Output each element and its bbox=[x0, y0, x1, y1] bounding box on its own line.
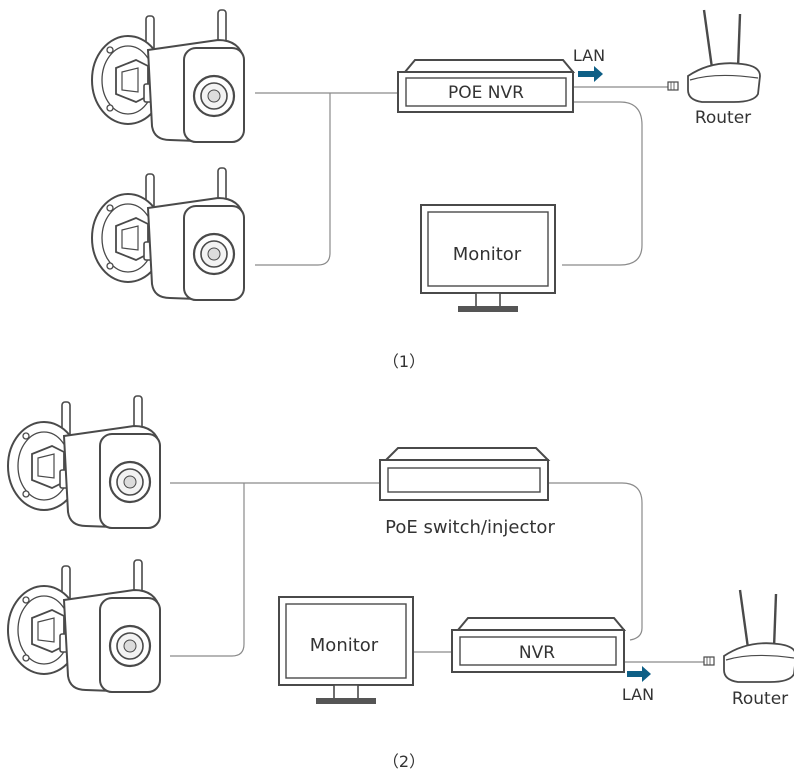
poe-switch-device: PoE switch/injector bbox=[379, 447, 555, 538]
wire-camera2-trunk bbox=[170, 483, 245, 657]
lan-arrow-icon bbox=[627, 666, 651, 682]
camera-icon bbox=[6, 558, 162, 694]
poe-nvr-label: POE NVR bbox=[448, 83, 524, 103]
camera-icon bbox=[90, 166, 246, 302]
diagram-2: PoE switch/injector Monitor NVR LAN Rout… bbox=[6, 394, 794, 771]
router-icon bbox=[722, 588, 794, 684]
lan-label: LAN bbox=[573, 46, 605, 65]
poe-nvr-device: POE NVR bbox=[397, 59, 576, 113]
lan-plug-icon bbox=[667, 81, 679, 91]
monitor-device: Monitor bbox=[278, 596, 414, 705]
caption-2: （2） bbox=[383, 752, 425, 771]
nvr-label: NVR bbox=[519, 643, 555, 663]
poe-switch-label: PoE switch/injector bbox=[385, 517, 555, 538]
wire-nvr-monitor bbox=[562, 101, 643, 266]
caption-1: （1） bbox=[383, 352, 425, 371]
camera-icon bbox=[90, 8, 246, 144]
monitor-label: Monitor bbox=[453, 244, 522, 265]
nvr-device: NVR bbox=[451, 617, 627, 673]
lan-label: LAN bbox=[622, 685, 654, 704]
diagram-1: POE NVR LAN Router Monitor （1） bbox=[90, 8, 762, 371]
wire-camera2-trunk bbox=[255, 93, 331, 266]
wire-switch-nvr bbox=[548, 482, 643, 641]
router-label: Router bbox=[732, 689, 788, 709]
monitor-device: Monitor bbox=[420, 204, 556, 313]
camera-icon bbox=[6, 394, 162, 530]
monitor-label: Monitor bbox=[310, 635, 379, 656]
lan-plug-icon bbox=[703, 656, 715, 666]
router-label: Router bbox=[695, 108, 751, 128]
router-icon bbox=[686, 8, 762, 104]
lan-arrow-icon bbox=[578, 66, 603, 82]
